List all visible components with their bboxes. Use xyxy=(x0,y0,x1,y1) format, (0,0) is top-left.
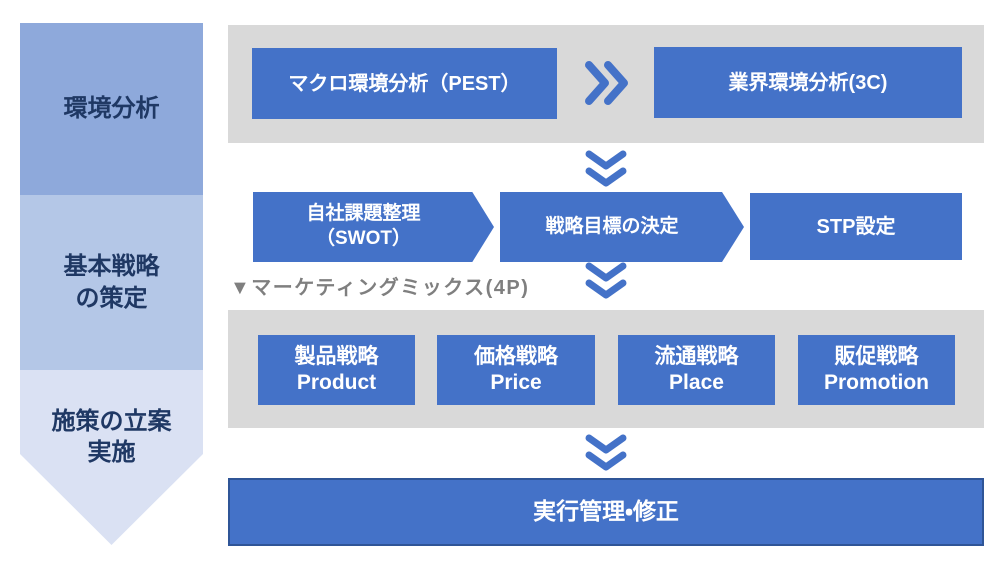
environment-analysis-band: マクロ環境分析（PEST） 業界環境分析(3C) xyxy=(228,25,984,143)
mix-box-product: 製品戦略 Product xyxy=(258,335,415,405)
marketing-mix-heading: ▼マーケティングミックス(4P) xyxy=(230,277,530,299)
mix-box-jp: 製品戦略 xyxy=(294,344,379,368)
mix-box-jp: 流通戦略 xyxy=(654,344,739,368)
mix-box-label: 価格戦略 Price xyxy=(474,344,558,397)
stp-box: STP設定 xyxy=(750,193,962,260)
process-stage-arrow: 環境分析 基本戦略 の策定 施策の立案 実施 xyxy=(20,23,203,545)
industry-environment-label: 業界環境分析(3C) xyxy=(728,71,888,94)
marketing-mix-band: 製品戦略 Product 価格戦略 Price 流通戦略 Place 販促戦略 … xyxy=(228,310,984,428)
chevron-down-icon xyxy=(584,261,628,301)
stp-label: STP設定 xyxy=(816,215,896,238)
strategy-goal-label: 戦略目標の決定 xyxy=(545,215,679,237)
stage-label: 施策の立案 実施 xyxy=(51,408,172,467)
mix-box-en: Product xyxy=(296,371,377,394)
execution-bar: 実行管理・修正 xyxy=(228,478,984,546)
stage-implementation: 施策の立案 実施 xyxy=(20,370,203,545)
industry-environment-box: 業界環境分析(3C) xyxy=(654,47,962,118)
mix-box-label: 販促戦略 Promotion xyxy=(824,344,929,397)
macro-environment-label: マクロ環境分析（PEST） xyxy=(288,72,521,95)
mix-box-label: 製品戦略 Product xyxy=(295,344,379,397)
mix-box-price: 価格戦略 Price xyxy=(437,335,595,405)
swot-label: 自社課題整理 （SWOT） xyxy=(306,203,421,249)
mix-box-label: 流通戦略 Place xyxy=(655,344,739,397)
macro-environment-box: マクロ環境分析（PEST） xyxy=(252,48,557,119)
chevron-down-icon xyxy=(584,433,628,473)
execution-label: 実行管理・修正 xyxy=(533,498,679,525)
stage-label: 環境分析 xyxy=(63,95,160,123)
chevron-down-icon xyxy=(584,149,628,189)
mix-box-promotion: 販促戦略 Promotion xyxy=(798,335,955,405)
chevron-right-icon xyxy=(582,59,628,107)
stage-label: 基本戦略 の策定 xyxy=(63,253,160,312)
mix-box-place: 流通戦略 Place xyxy=(618,335,775,405)
mix-box-en: Promotion xyxy=(824,371,929,394)
stage-basic-strategy: 基本戦略 の策定 xyxy=(20,195,203,370)
mix-box-jp: 販促戦略 xyxy=(834,344,919,368)
mix-box-en: Price xyxy=(490,371,542,394)
strategy-goal-arrow-box: 戦略目標の決定 xyxy=(500,192,744,262)
mix-box-en: Place xyxy=(669,371,724,394)
swot-arrow-box: 自社課題整理 （SWOT） xyxy=(253,192,494,262)
stage-environment-analysis: 環境分析 xyxy=(20,23,203,195)
mix-box-jp: 価格戦略 xyxy=(474,344,558,368)
